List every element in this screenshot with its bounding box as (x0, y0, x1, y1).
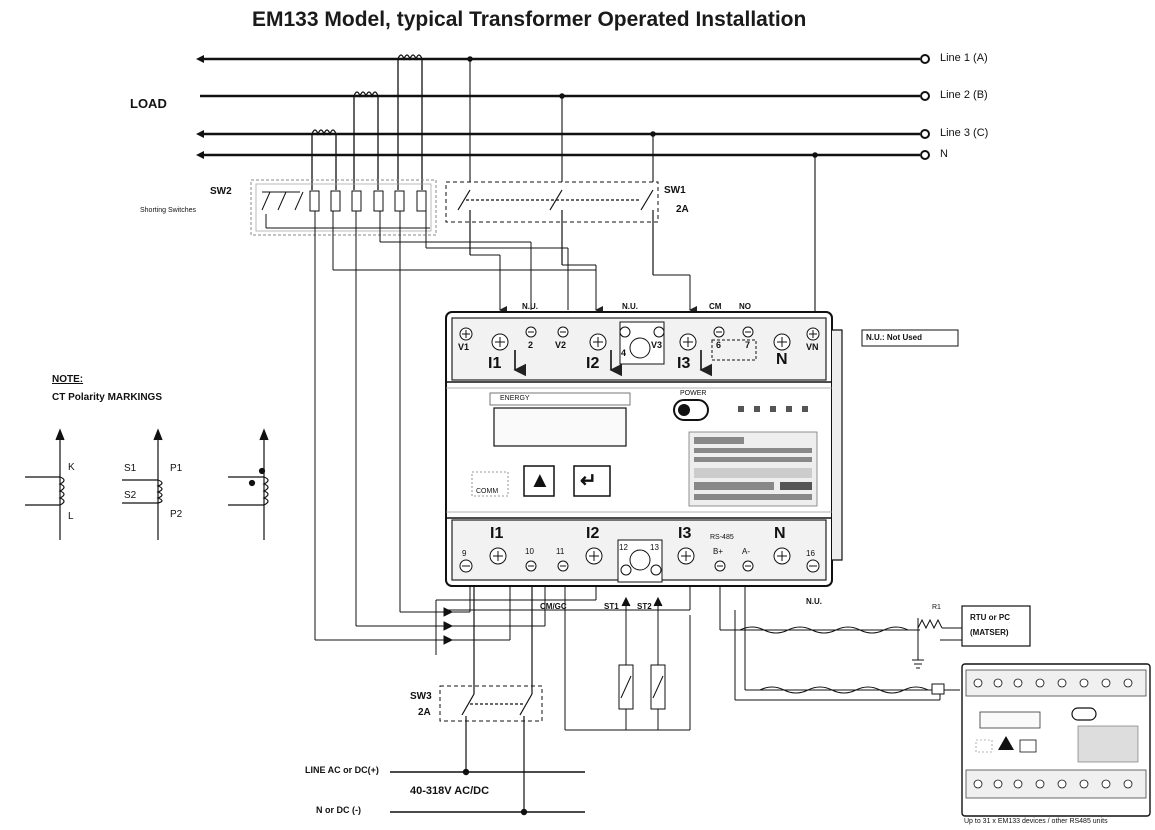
bottom-nu-label: N.U. (806, 597, 822, 606)
terminal-i3-bottom: I3 (678, 525, 692, 542)
top-cm-label: CM (709, 302, 722, 311)
ct-direction-arrows (513, 350, 713, 377)
terminal-2: 2 (528, 340, 534, 350)
terminal-13: 13 (650, 543, 659, 552)
resistor-label: R1 (932, 604, 941, 611)
line-3-label: Line 3 (C) (940, 127, 989, 139)
load-label: LOAD (130, 96, 167, 111)
terminal-4: 4 (621, 348, 627, 358)
ct-coil-line1 (397, 54, 423, 190)
meter-top-wires (314, 211, 697, 640)
nu-note-box (861, 329, 959, 347)
neutral-bus (196, 150, 930, 160)
ct-coil-line2 (353, 91, 379, 190)
enter-button[interactable]: ↵ (580, 470, 597, 492)
line-2-label: Line 2 (B) (940, 89, 988, 101)
sw1-rating: 2A (676, 204, 689, 215)
aux-supply-lines (390, 768, 585, 816)
terminal-n-bottom: N (774, 525, 786, 542)
line-1-bus (196, 54, 930, 64)
sw3-rating: 2A (418, 707, 431, 718)
rtu-label-line1: RTU or PC (970, 613, 1010, 622)
terminal-vn: VN (806, 342, 819, 352)
ct-coil-line3 (311, 129, 337, 190)
bottom-terminals (459, 539, 820, 583)
display-label: ENERGY (500, 395, 530, 402)
polarity-s2: S2 (124, 490, 137, 501)
note-heading: NOTE: (52, 374, 84, 385)
voltage-range-label: 40-318V AC/DC (410, 785, 490, 797)
sw2-caption: Shorting Switches (140, 207, 197, 214)
terminal-a-minus: A- (742, 547, 750, 556)
terminal-i2-top: I2 (586, 355, 600, 372)
note-subheading: CT Polarity MARKINGS (52, 392, 163, 403)
rs485-label: RS-485 (710, 534, 734, 541)
terminal-v2: V2 (555, 340, 567, 350)
terminal-10: 10 (525, 547, 534, 556)
sw3-supply-switch (439, 585, 543, 812)
power-label: POWER (680, 390, 707, 397)
nu-note: N.U.: Not Used (866, 333, 922, 342)
sw2-shorting-switches (250, 179, 437, 236)
terminal-i3-top: I3 (677, 355, 691, 372)
sw3-label: SW3 (410, 691, 432, 702)
line-1-label: Line 1 (A) (940, 52, 988, 64)
polarity-s1: S1 (124, 463, 137, 474)
terminal-11: 11 (556, 547, 565, 556)
top-terminals (459, 321, 820, 365)
n-dc-label: N or DC (-) (316, 805, 361, 815)
st1-label: ST1 (604, 602, 619, 611)
meter-bottom-wires (315, 585, 691, 655)
terminal-7: 7 (745, 340, 751, 350)
terminal-i2-bottom: I2 (586, 525, 600, 542)
st2-label: ST2 (637, 602, 652, 611)
voltage-taps (467, 56, 818, 315)
line-ac-label: LINE AC or DC(+) (305, 765, 379, 775)
polarity-k: K (68, 462, 75, 473)
polarity-p1: P1 (170, 463, 183, 474)
polarity-l: L (68, 511, 74, 522)
comm-label: COMM (476, 488, 499, 495)
sw2-label: SW2 (210, 186, 232, 197)
terminal-b-plus: B+ (713, 547, 724, 556)
meter-front-face (471, 392, 818, 507)
terminal-i1-top: I1 (488, 355, 502, 372)
terminal-6: 6 (716, 340, 722, 350)
daisy-chain-meter (961, 663, 1151, 817)
terminal-n-top: N (776, 351, 788, 368)
line-3-bus (196, 129, 930, 139)
top-nu-mid-label: N.U. (622, 302, 638, 311)
sw1-label: SW1 (664, 185, 686, 196)
rtu-master-box (961, 605, 1031, 647)
neutral-label: N (940, 148, 948, 160)
top-nu-left-label: N.U. (522, 302, 538, 311)
polarity-p2: P2 (170, 509, 183, 520)
up-button[interactable]: ▲ (529, 467, 551, 492)
rs485-twisted-pair (719, 585, 962, 701)
daisy-chain-caption: Up to 31 x EM133 devices / other RS485 u… (964, 818, 1108, 825)
terminal-v3: V3 (651, 340, 663, 350)
terminal-9: 9 (462, 549, 467, 558)
rtu-label-line2: (MATSER) (970, 628, 1009, 637)
diagram-title: EM133 Model, typical Transformer Operate… (252, 8, 807, 31)
ct-polarity-drawings (25, 428, 269, 540)
status-inputs (564, 585, 691, 731)
terminal-i1-bottom: I1 (490, 525, 504, 542)
cm-gc-label: CM/GC (540, 602, 567, 611)
terminal-v1: V1 (458, 342, 470, 352)
top-no-label: NO (739, 302, 751, 311)
terminal-16: 16 (806, 549, 815, 558)
sw1-voltage-switch (445, 181, 659, 275)
terminal-12: 12 (619, 543, 628, 552)
